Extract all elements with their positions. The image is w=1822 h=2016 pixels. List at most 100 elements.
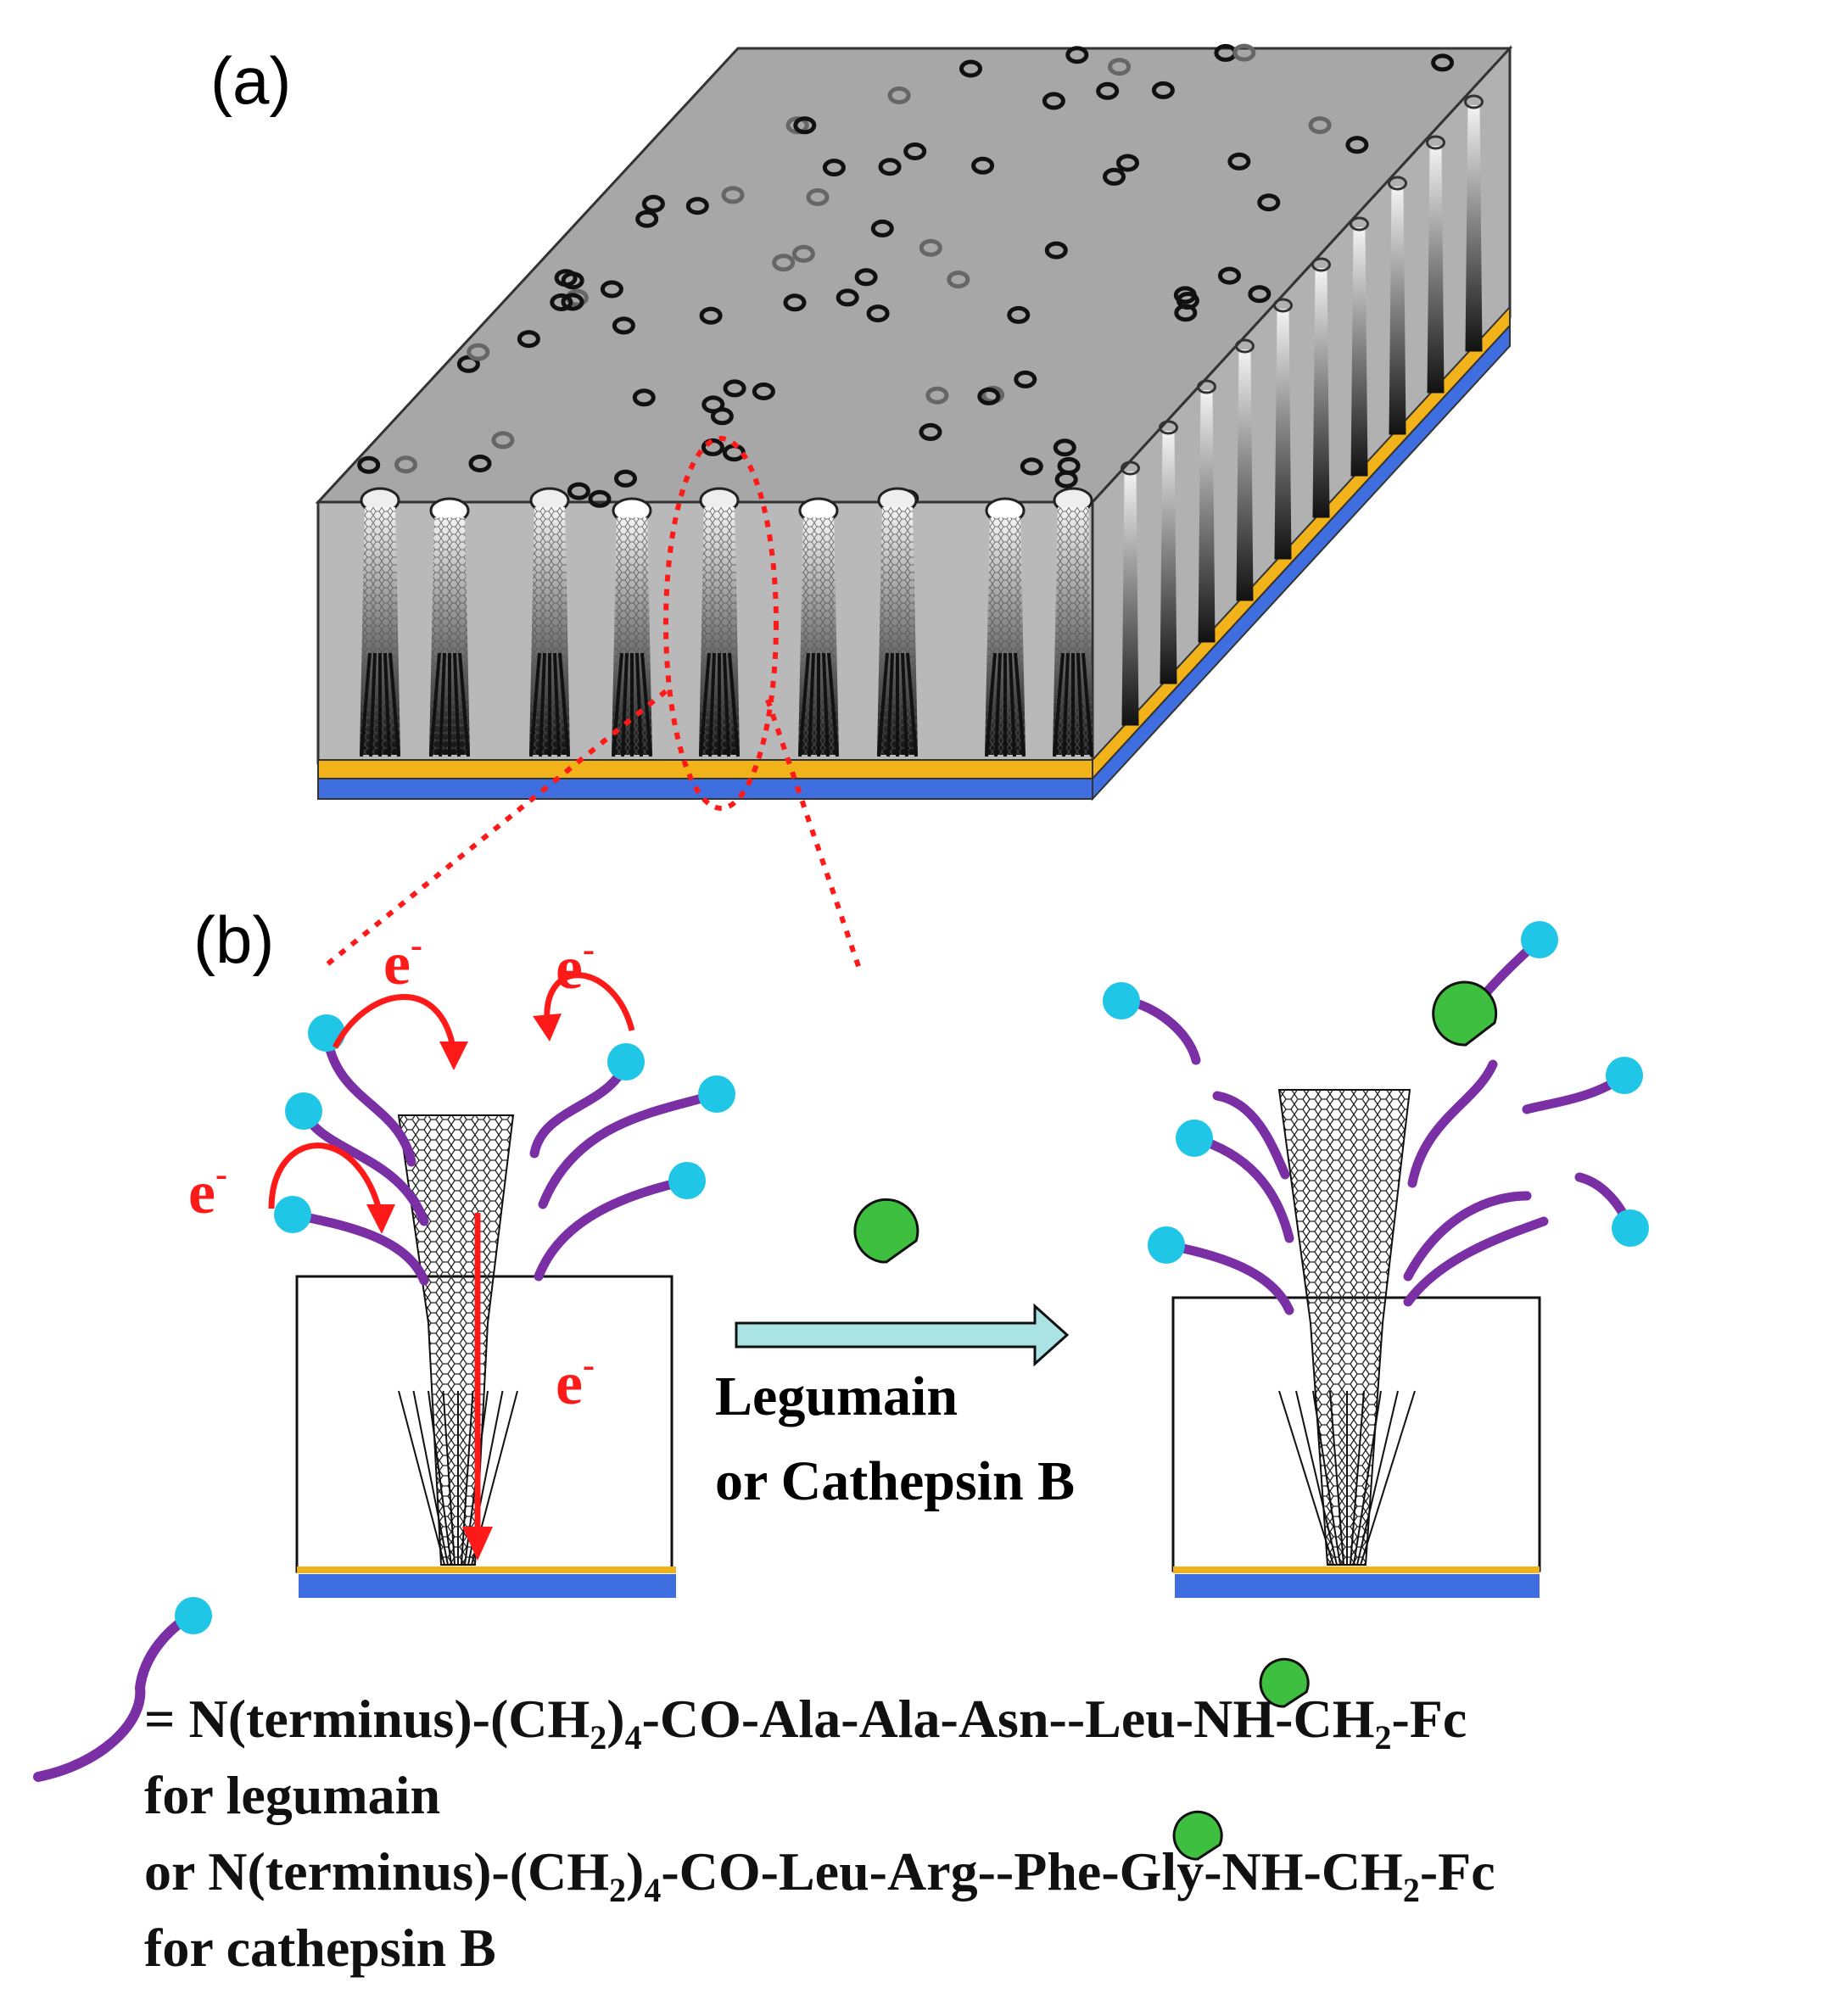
legend-cathepsin-formula: or N(terminus)-(CH2)4-CO-Leu-Arg--Phe-Gl…: [144, 1841, 1495, 1909]
pore-opening: [1103, 167, 1126, 186]
peptide-chain: [538, 1089, 722, 1209]
nanotube-cone-left: [397, 1114, 518, 1566]
peptide-chain: [1403, 1216, 1549, 1307]
pore-opening: [491, 431, 515, 450]
pore-opening: [614, 469, 637, 488]
nanotube-array-front: [360, 487, 1093, 757]
pore-opening: [1308, 116, 1332, 135]
reaction-label-line1: Legumain: [715, 1365, 958, 1427]
blue-layer-side: [1092, 323, 1511, 801]
pore-opening: [947, 271, 970, 289]
pore-opening: [783, 293, 807, 312]
electron-label-inner: e-: [556, 1346, 595, 1417]
pore-opening: [1345, 136, 1369, 154]
electron-label-top-right: e-: [556, 930, 595, 1002]
pore-opening: [919, 238, 942, 257]
pore-opening: [925, 386, 949, 405]
pore-opening: [467, 343, 490, 361]
peptide-chain: [1189, 1133, 1294, 1243]
pore-opening: [836, 288, 859, 307]
nanotube-side: [1350, 227, 1368, 477]
pore-opening: [701, 438, 724, 456]
peptide-chain: [1161, 1240, 1294, 1315]
pore-opening: [1248, 285, 1271, 304]
pore-opening: [878, 158, 902, 176]
nanotube-array-side: [1121, 94, 1484, 726]
pore-opening: [1108, 58, 1132, 76]
pore-opening: [919, 422, 942, 441]
enzyme-icon-center: [853, 1198, 919, 1264]
pore-opening: [635, 209, 659, 228]
pore-opening: [1007, 305, 1031, 324]
peptide-chain: [288, 1209, 429, 1286]
panel-a-label: (a): [210, 43, 291, 118]
ferrocene-bead: [698, 1075, 735, 1113]
reaction-label-line2: or Cathepsin B: [715, 1450, 1075, 1512]
pore-opening: [752, 383, 775, 400]
pore-opening: [641, 194, 665, 213]
pore-opening: [1020, 457, 1043, 476]
pore-opening: [685, 197, 709, 215]
legend-legumain-note: for legumain: [144, 1765, 440, 1825]
ferrocene-bead: [308, 1014, 345, 1052]
pore-opening: [357, 455, 381, 474]
pore-opening: [699, 306, 723, 325]
electrode-before-cleavage: [268, 972, 735, 1598]
electron-label-left: e-: [188, 1155, 227, 1226]
ferrocene-bead: [1521, 921, 1558, 958]
pore-opening: [1057, 456, 1081, 475]
blue-layer-left: [299, 1574, 676, 1598]
nanotube-side: [1389, 187, 1406, 435]
pore-opening: [1151, 81, 1175, 99]
pore-opening: [723, 379, 746, 398]
pore-opening: [793, 116, 817, 135]
electrode-after-cleavage: [1103, 921, 1649, 1598]
peptide-chain: [321, 1028, 416, 1167]
pore-opening: [1096, 81, 1120, 100]
gold-layer-front: [317, 759, 1093, 779]
pore-opening: [561, 271, 584, 290]
ferrocene-bead: [668, 1162, 706, 1199]
pore-opening: [822, 159, 846, 177]
pore-opening: [971, 156, 995, 175]
reaction-arrow: [735, 1303, 1070, 1367]
enzyme-icon-cleaving: [1432, 980, 1498, 1047]
electron-label-top-left: e-: [383, 926, 422, 997]
nanotube-side: [1236, 349, 1254, 601]
peptide-chain: [1212, 1091, 1290, 1180]
pore-opening: [1174, 304, 1198, 322]
pore-opening: [1042, 92, 1065, 110]
nanotube-cone-right: [1277, 1089, 1416, 1566]
pore-opening: [1257, 193, 1281, 212]
ferrocene-bead: [1148, 1226, 1185, 1264]
pore-opening: [468, 455, 492, 472]
pore-opening: [1431, 53, 1455, 72]
electrode-block: [315, 43, 1513, 801]
zoom-line-right: [765, 699, 863, 974]
legend-legumain-formula: = N(terminus)-(CH2)4-CO-Ala-Ala-Asn--Leu…: [144, 1689, 1467, 1756]
pore-opening: [550, 293, 573, 311]
pore-opening: [567, 482, 590, 500]
pore-opening: [1065, 46, 1089, 64]
pore-opening: [456, 355, 480, 373]
pore-opening: [612, 316, 635, 335]
pore-opening: [887, 87, 911, 104]
peptide-chain: [534, 1176, 692, 1282]
pore-opening: [1227, 152, 1251, 170]
peptide-chain: [529, 1057, 631, 1159]
pore-opening: [870, 219, 894, 237]
blue-layer-right: [1175, 1574, 1540, 1598]
ferrocene-bead: [285, 1092, 322, 1130]
pore-opening: [632, 388, 656, 407]
peptide-chains-left: [274, 1014, 735, 1286]
pore-opening: [977, 387, 1001, 405]
nanotube-side: [1465, 105, 1483, 352]
ferrocene-bead: [274, 1196, 311, 1233]
pore-opening: [854, 268, 878, 287]
ferrocene-bead: [1606, 1057, 1643, 1094]
ferrocene-bead: [1176, 1120, 1213, 1157]
legend-cathepsin-cleavage-enzyme: [1172, 1810, 1223, 1861]
legend-chain-symbol: [33, 1597, 212, 1782]
pore-opening: [1044, 241, 1068, 260]
pore-opening: [1218, 266, 1241, 285]
